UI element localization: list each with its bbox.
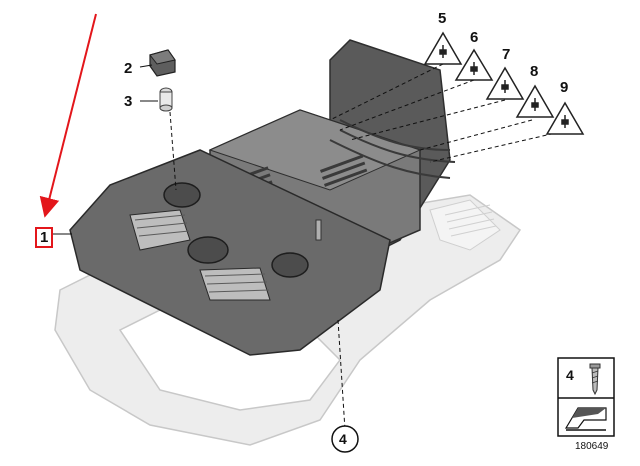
callout-2: 2 [124, 60, 133, 77]
callout-1: 1 [35, 227, 54, 248]
wedge-symbol [564, 407, 607, 431]
legend-box [557, 357, 615, 437]
highlight-arrow [39, 13, 97, 218]
screw-icon [589, 363, 601, 396]
diagram-code: 180649 [575, 441, 609, 452]
bulb-part [159, 87, 173, 112]
callout-6: 6 [470, 29, 479, 46]
callout-8: 8 [530, 63, 539, 80]
callout-3: 3 [124, 93, 133, 110]
legend-part-number: 4 [566, 367, 574, 383]
callout-5: 5 [438, 10, 447, 27]
callout-7: 7 [502, 46, 511, 63]
callout-9: 9 [560, 79, 569, 96]
light-opening [163, 182, 309, 278]
cap-part [149, 49, 176, 77]
callout-4: 4 [339, 431, 347, 447]
control-unit-housing [69, 39, 456, 356]
plug-symbol [439, 45, 569, 128]
callout-circle [331, 425, 359, 453]
leader-lines [53, 63, 561, 431]
